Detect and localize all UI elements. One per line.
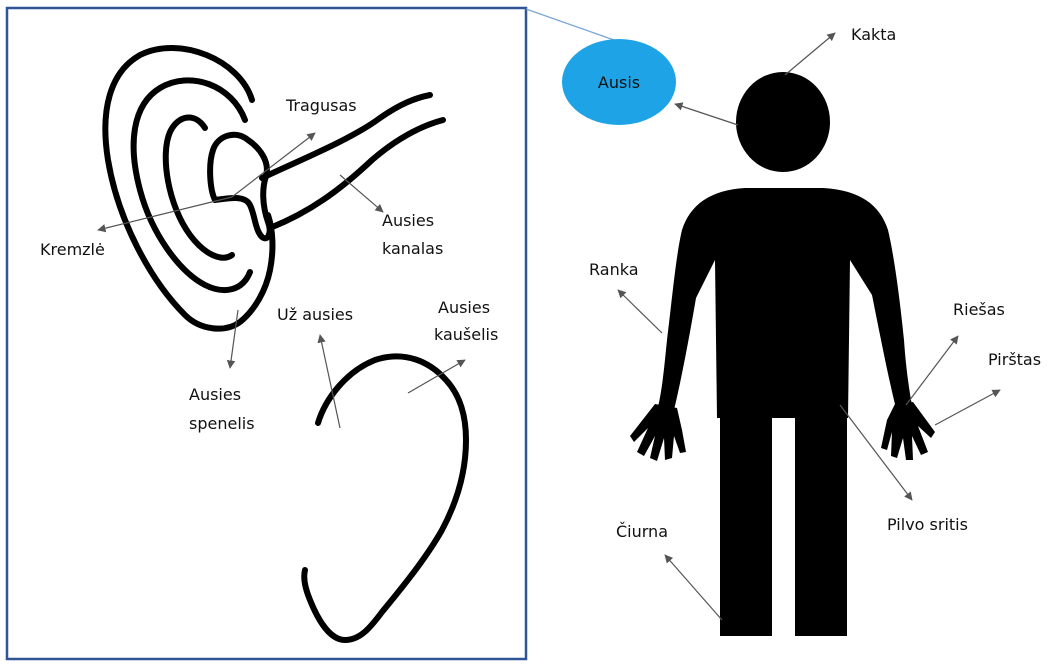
human-silhouette bbox=[630, 72, 935, 636]
label-riesas: Riešas bbox=[953, 300, 1005, 319]
label-pilvo-sritis: Pilvo sritis bbox=[887, 515, 968, 534]
arrow-ausis bbox=[675, 104, 738, 125]
silhouette-right-hand bbox=[881, 402, 935, 460]
label-spenelis-line1: Ausies bbox=[189, 385, 241, 404]
label-uz-ausies: Už ausies bbox=[277, 305, 353, 324]
label-spenelis-line2: spenelis bbox=[189, 414, 255, 433]
arrow-ciurna bbox=[665, 555, 722, 620]
label-kanalas-line2: kanalas bbox=[382, 239, 443, 258]
arrow-riesas bbox=[906, 336, 958, 405]
label-kremzle: Kremzlė bbox=[40, 240, 105, 259]
label-kauselis-line1: Ausies bbox=[438, 298, 490, 317]
label-pirstas: Pirštas bbox=[988, 350, 1041, 369]
arrow-ranka bbox=[618, 290, 662, 333]
silhouette-torso bbox=[658, 188, 912, 418]
silhouette-left-leg bbox=[720, 410, 772, 636]
silhouette-head bbox=[736, 72, 830, 172]
arrow-pirstas bbox=[935, 390, 1000, 425]
label-ausis: Ausis bbox=[598, 73, 640, 92]
silhouette-right-leg bbox=[795, 410, 847, 636]
label-kauselis-line2: kaušelis bbox=[434, 325, 498, 344]
label-ranka: Ranka bbox=[589, 260, 639, 279]
label-kanalas-line1: Ausies bbox=[382, 211, 434, 230]
label-ciurna: Čiurna bbox=[616, 522, 668, 541]
arrow-kakta bbox=[785, 33, 835, 75]
label-tragusas: Tragusas bbox=[285, 96, 357, 115]
label-kakta: Kakta bbox=[851, 25, 896, 44]
callout-connector bbox=[526, 9, 614, 40]
silhouette-left-hand bbox=[630, 404, 686, 461]
